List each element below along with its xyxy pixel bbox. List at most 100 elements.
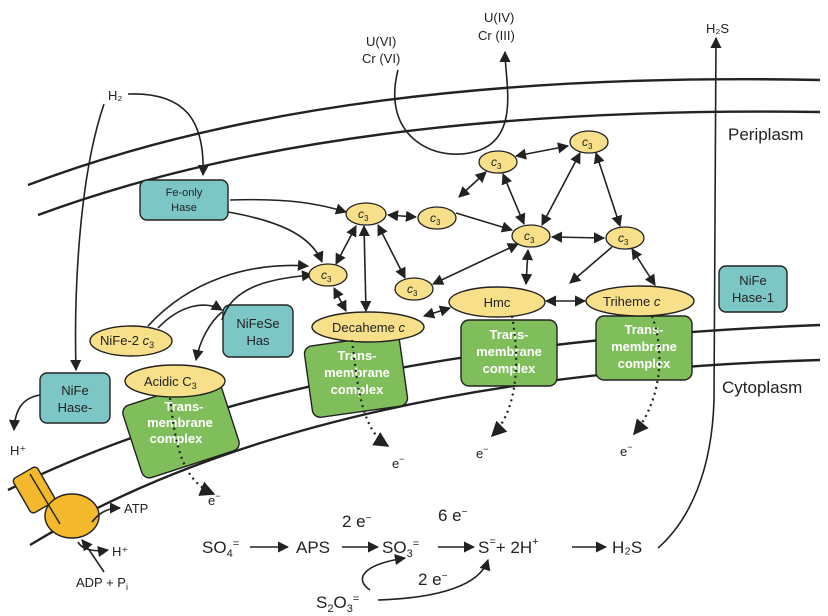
tm4-line3: complex — [618, 356, 672, 371]
s2o3-sub2: 3 — [347, 603, 353, 615]
acidic-label: Acidic C — [144, 374, 192, 389]
nife-2-c3: NiFe-2 c3 — [89, 325, 173, 357]
s-sup: = — [489, 536, 495, 548]
c3f-label: c — [524, 229, 530, 243]
tm3-line1: Trans- — [489, 327, 528, 342]
electron-path-2 — [350, 339, 390, 447]
svg-text:SO3=: SO3= — [382, 538, 419, 560]
electron-3-sup: − — [483, 444, 488, 454]
electron-network-arrows — [333, 142, 656, 319]
svg-text:c3: c3 — [321, 268, 332, 284]
chromium-3-label: Cr (III) — [478, 28, 515, 43]
nife-hase-left: NiFe Hase- — [39, 372, 111, 424]
tm2-line2: membrane — [324, 365, 390, 380]
fe-only-label-2: Hase — [171, 202, 197, 214]
svg-text:c3: c3 — [407, 282, 418, 298]
c3d-sub: 3 — [588, 142, 593, 151]
tm1-line1: Trans- — [164, 399, 203, 414]
nife2-to-c3e-arrow — [147, 259, 310, 327]
fe-only-to-c3e-arrow — [227, 211, 324, 264]
svg-text:NiFe-2 c3: NiFe-2 c3 — [100, 333, 154, 350]
six-e-sup: − — [462, 507, 468, 518]
tm4-line2: membrane — [611, 339, 677, 354]
tm3-line3: complex — [483, 361, 537, 376]
h-plus-left-label: H⁺ — [10, 443, 26, 458]
s2o3-o-label: O — [333, 593, 346, 612]
atp-synthase — [12, 466, 100, 539]
hmc-label: Hmc — [484, 295, 511, 310]
h2s-exit-arrow — [657, 36, 722, 549]
cytochrome-c3-b: c3 — [417, 206, 457, 230]
transmembrane-complex-4: Trans- membrane complex — [595, 315, 693, 381]
svg-text:H⁺: H⁺ — [10, 443, 26, 458]
svg-text:Triheme c: Triheme c — [603, 294, 661, 309]
tm1-line3: complex — [150, 431, 204, 446]
c3e-sub: 3 — [327, 275, 332, 284]
svg-text:ADP + Pi: ADP + Pi — [76, 575, 128, 592]
s2o3-sub1: 2 — [327, 603, 333, 615]
acidic-sub: 3 — [192, 381, 197, 391]
s2o3-sup: = — [353, 593, 359, 605]
so3-sup: = — [413, 538, 419, 550]
c3f-sub: 3 — [530, 236, 535, 245]
sulfate-pathway: SO4= APS 2 e− SO3= 6 e− S=+ 2H+ H₂S — [202, 506, 642, 560]
decaheme-c: Decaheme c — [311, 311, 425, 343]
c3b-sub: 3 — [436, 218, 441, 227]
fe-only-to-c3a-arrow — [229, 198, 348, 215]
h-plus-atp-label: H⁺ — [112, 544, 128, 559]
nifese-label-1: NiFeSe — [236, 316, 279, 331]
two-e-b-sup: − — [442, 571, 448, 582]
metal-reduction-arrow — [393, 50, 511, 155]
transmembrane-complex-1: Trans- membrane complex — [122, 377, 240, 479]
periplasm-label: Periplasm — [728, 125, 804, 144]
nife-right-label-1: NiFe — [739, 273, 766, 288]
adp-sub: i — [126, 582, 128, 592]
atp-label: ATP — [124, 501, 148, 516]
svg-text:c3: c3 — [524, 229, 535, 245]
nife-right-label-2: Hase-1 — [732, 290, 774, 305]
electron-3-label: e — [476, 446, 483, 461]
electron-2-sup: − — [399, 454, 404, 464]
triheme-c: Triheme c — [585, 285, 695, 317]
svg-text:S2O3=: S2O3= — [316, 593, 359, 615]
cytochrome-c3-e: c3 — [308, 263, 348, 287]
cytochrome-c3-g: c3 — [605, 226, 645, 250]
svg-text:Decaheme c: Decaheme c — [332, 320, 406, 335]
svg-text:2 e−: 2 e− — [342, 512, 372, 531]
tm4-line1: Trans- — [624, 322, 663, 337]
nife2-label: NiFe-2 — [100, 333, 139, 348]
aps-label: APS — [296, 538, 330, 557]
c3h-label: c — [407, 282, 413, 296]
svg-text:S=+ 2H+: S=+ 2H+ — [478, 536, 539, 557]
c3h-sub: 3 — [413, 289, 418, 298]
outer-membrane-upper — [27, 78, 821, 187]
c3a-label: c — [358, 207, 364, 221]
acidic-upward-arrow — [192, 311, 223, 362]
adp-label: ADP + P — [76, 575, 126, 590]
nifese-label-2: Has — [246, 333, 270, 348]
two-e-sup: − — [366, 513, 372, 524]
tm2-line3: complex — [331, 382, 385, 397]
triheme-label: Triheme — [603, 294, 650, 309]
two-e-b-label: 2 e — [418, 570, 442, 589]
electron-2-label: e — [392, 456, 399, 471]
c3g-label: c — [618, 231, 624, 245]
h2-to-fe-only-arrow — [127, 93, 209, 177]
so4-sup: = — [233, 538, 239, 550]
triheme-c-label: c — [654, 294, 661, 309]
nife-hase-1: NiFe Hase-1 — [718, 265, 788, 313]
h2-label: H₂ — [108, 88, 122, 103]
svg-text:e−: e− — [392, 454, 405, 471]
cytochrome-c3-c: c3 — [478, 150, 518, 174]
c3c-label: c — [491, 155, 497, 169]
thiosulfate-to-s-arrow — [377, 558, 491, 601]
h2s-label: H₂S — [612, 538, 642, 557]
decaheme-label: Decaheme — [332, 320, 395, 335]
tm1-line2: membrane — [147, 415, 213, 430]
so4-sub: 4 — [227, 548, 233, 560]
cytoplasm-label: Cytoplasm — [722, 378, 802, 397]
cytochrome-c3-h: c3 — [394, 277, 434, 301]
nife-left-label-2: Hase- — [58, 400, 93, 415]
s2o3-s-label: S — [316, 593, 327, 612]
